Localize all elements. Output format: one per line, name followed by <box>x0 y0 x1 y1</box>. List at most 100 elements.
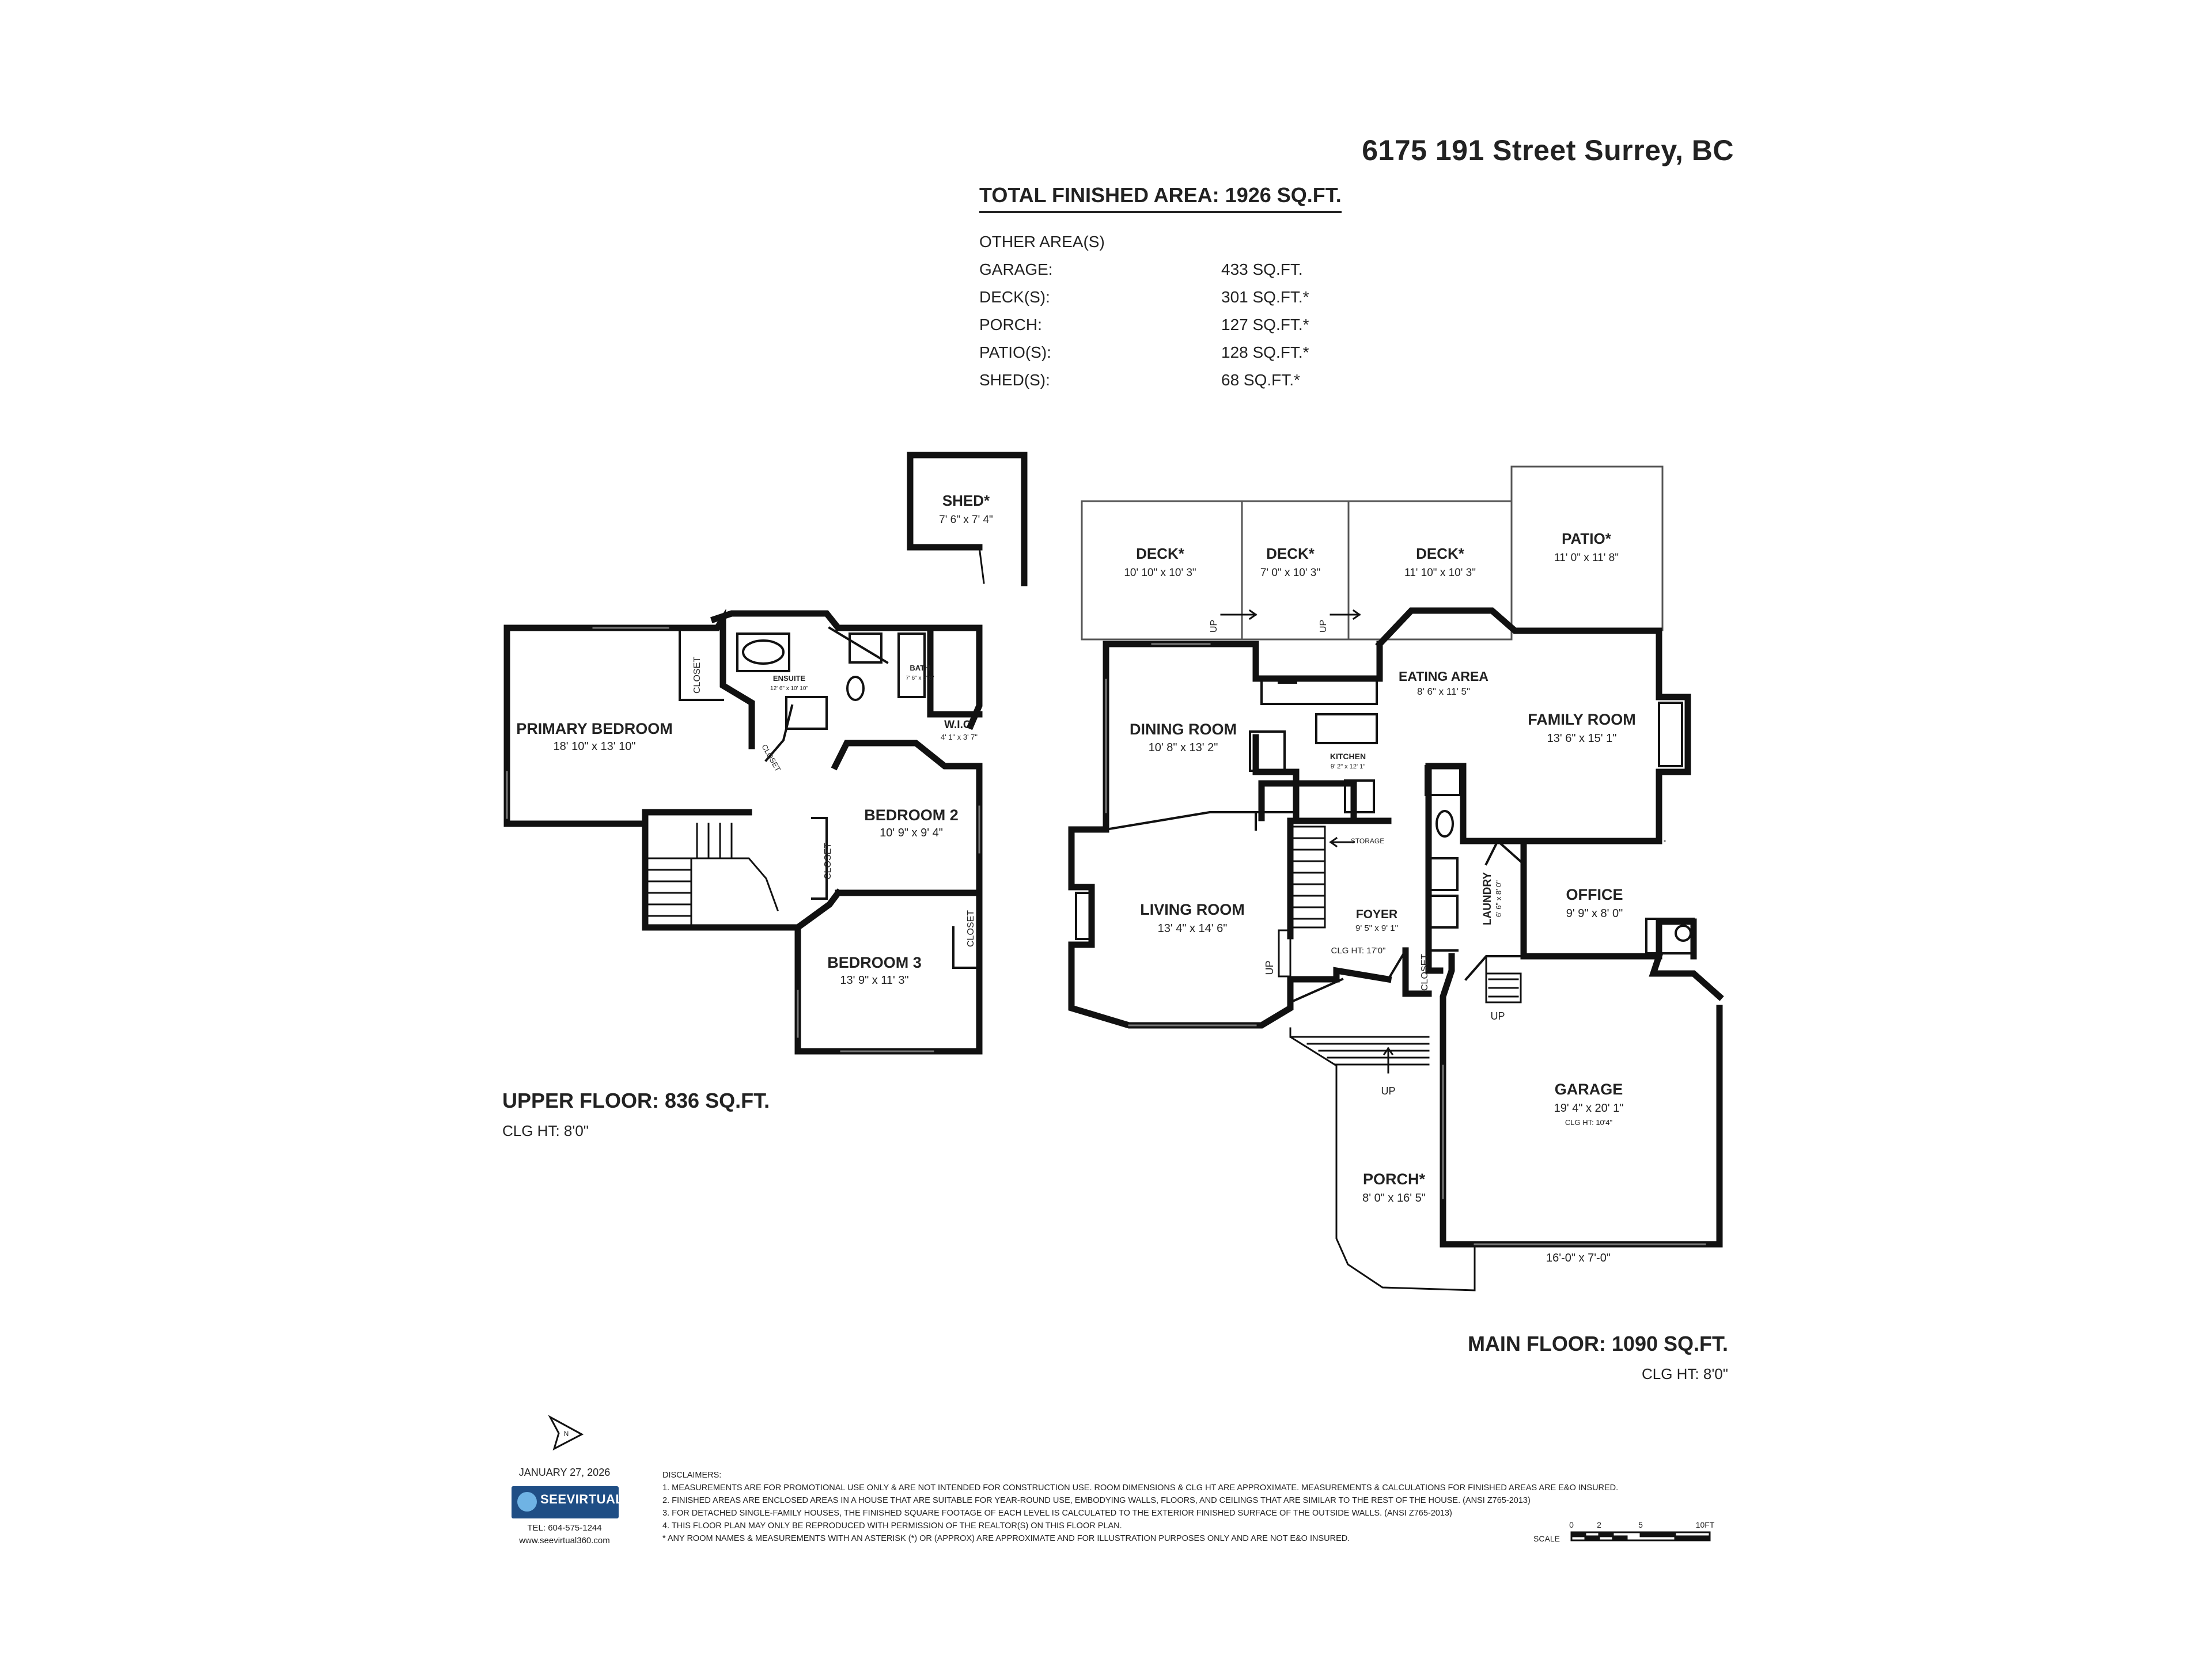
other-area-row: SHED(S): 68 SQ.FT.* <box>979 366 1336 394</box>
laundry-name: LAUNDRY <box>1482 872 1494 926</box>
office-name: OFFICE <box>1566 886 1623 903</box>
deck2-dim: 7' 0" x 10' 3" <box>1260 567 1320 579</box>
shed-outline <box>907 452 1028 586</box>
wic-dim: 4' 1" x 3' 7" <box>941 733 978 741</box>
deck-stair-arrows <box>1220 609 1361 620</box>
disclaimer-line: * ANY ROOM NAMES & MEASUREMENTS WITH AN … <box>662 1534 1350 1543</box>
closet-label: CLOSET <box>760 743 782 773</box>
area-value: 68 SQ.FT.* <box>1221 371 1300 389</box>
disclaimers: DISCLAIMERS: 1. MEASUREMENTS ARE FOR PRO… <box>662 1469 1699 1545</box>
kitchen-dim: 9' 2" x 12' 1" <box>1331 763 1365 770</box>
foyer-dim: 9' 5" x 9' 1" <box>1355 923 1398 933</box>
upper-floor-stairs <box>644 823 779 929</box>
other-areas-table: OTHER AREA(S) GARAGE:433 SQ.FT. DECK(S):… <box>979 228 1336 394</box>
wic-name: W.I.C. <box>944 719 974 731</box>
total-finished-area: TOTAL FINISHED AREA: 1926 SQ.FT. <box>979 183 1342 213</box>
family-room-dim: 13' 6" x 15' 1" <box>1547 732 1617 745</box>
upper-floor-clg: CLG HT: 8'0" <box>502 1122 589 1139</box>
family-room-name: FAMILY ROOM <box>1528 711 1636 728</box>
eating-area-dim: 8' 6" x 11' 5" <box>1417 686 1470 697</box>
living-room-dim: 13' 4" x 14' 6" <box>1158 922 1228 935</box>
up-label: UP <box>1319 620 1328 632</box>
plan-date: JANUARY 27, 2026 <box>518 1467 611 1478</box>
bedroom3-name: BEDROOM 3 <box>827 954 922 971</box>
laundry-dim: 6' 6" x 8' 0" <box>1494 880 1503 917</box>
primary-bedroom-dim: 18' 10" x 13' 10" <box>553 740 635 753</box>
closet-label: CLOSET <box>823 843 833 880</box>
scale-tick: 0 <box>1569 1520 1574 1529</box>
garage-name: GARAGE <box>1555 1081 1623 1098</box>
main-floor-thin-lines <box>1104 679 1695 1004</box>
scale-bar <box>1570 1531 1711 1541</box>
main-floor-stairs <box>1278 825 1522 1003</box>
patio-dim: 11' 0" x 11' 8" <box>1554 552 1619 564</box>
other-area-row: DECK(S): 301 SQ.FT.* <box>979 283 1336 311</box>
main-floor-label: MAIN FLOOR: 1090 SQ.FT. <box>1467 1332 1728 1355</box>
north-arrow-icon <box>548 1415 584 1450</box>
storage-label: STORAGE <box>1351 837 1384 845</box>
foyer-clg: CLG HT: 17'0" <box>1331 946 1386 956</box>
property-address: 6175 191 Street Surrey, BC <box>1362 134 1734 166</box>
disclaimer-line: 3. FOR DETACHED SINGLE-FAMILY HOUSES, TH… <box>662 1509 1452 1518</box>
office-dim: 9' 9" x 8' 0" <box>1566 907 1623 920</box>
bath-dim: 7' 6" x 5' 8" <box>906 675 934 681</box>
area-label: SHED(S): <box>979 371 1050 389</box>
area-label: GARAGE: <box>979 260 1053 278</box>
ensuite-dim: 12' 6" x 10' 10" <box>770 685 808 692</box>
scale-label: SCALE <box>1533 1534 1560 1543</box>
upper-floor-label: UPPER FLOOR: 836 SQ.FT. <box>502 1089 770 1112</box>
ensuite-name: ENSUITE <box>773 674 806 683</box>
dining-room-dim: 10' 8" x 13' 2" <box>1149 741 1218 754</box>
deck3-dim: 11' 10" x 10' 3" <box>1404 567 1476 579</box>
up-label: UP <box>1381 1085 1395 1097</box>
dining-room-name: DINING ROOM <box>1130 721 1237 738</box>
bedroom3-dim: 13' 9" x 11' 3" <box>840 974 908 987</box>
upper-floor-thin-lines <box>679 626 980 969</box>
other-area-row: PORCH:127 SQ.FT.* <box>979 311 1336 339</box>
north-label: N <box>564 1430 569 1438</box>
garage-dim: 19' 4" x 20' 1" <box>1554 1102 1624 1115</box>
garage-clg: CLG HT: 10'4" <box>1565 1118 1613 1127</box>
bath-name: BATH <box>910 664 930 672</box>
foyer-name: FOYER <box>1356 908 1397 921</box>
deck1-name: DECK* <box>1136 545 1185 562</box>
patio-name: PATIO* <box>1562 530 1612 547</box>
disclaimer-line: 2. FINISHED AREAS ARE ENCLOSED AREAS IN … <box>662 1496 1531 1505</box>
up-label: UP <box>1209 620 1219 632</box>
shed-name: SHED* <box>942 492 990 509</box>
area-label: PATIO(S): <box>979 343 1051 361</box>
area-value: 301 SQ.FT.* <box>1221 288 1309 306</box>
scale-tick: 2 <box>1597 1520 1601 1529</box>
porch-outline <box>1289 955 1487 1291</box>
deck2-name: DECK* <box>1266 545 1315 562</box>
bedroom2-dim: 10' 9" x 9' 4" <box>880 827 943 839</box>
eating-area-name: EATING AREA <box>1399 669 1488 684</box>
other-areas-title: OTHER AREA(S) <box>979 233 1105 251</box>
logo-icon <box>517 1492 537 1512</box>
living-room-name: LIVING ROOM <box>1140 901 1245 918</box>
phone-number: TEL: 604-575-1244 <box>527 1523 602 1533</box>
deck3-name: DECK* <box>1416 545 1465 562</box>
primary-bedroom-name: PRIMARY BEDROOM <box>516 720 673 737</box>
scale-tick: 10FT <box>1696 1520 1715 1529</box>
bedroom2-name: BEDROOM 2 <box>864 806 959 824</box>
main-floor-windows <box>1105 643 1706 1245</box>
closet-label: CLOSET <box>692 657 702 694</box>
porch-dim: 8' 0" x 16' 5" <box>1362 1192 1426 1205</box>
scale-tick: 5 <box>1638 1520 1643 1529</box>
disclaimers-title: DISCLAIMERS: <box>662 1471 722 1480</box>
logo-text: SEEVIRTUAL <box>540 1492 624 1506</box>
closet-label: CLOSET <box>966 910 976 947</box>
garage-door-size: 16'-0" x 7'-0" <box>1546 1252 1611 1264</box>
main-floor-clg: CLG HT: 8'0" <box>1641 1365 1728 1382</box>
other-area-row: GARAGE:433 SQ.FT. <box>979 256 1336 283</box>
area-label: DECK(S): <box>979 288 1050 306</box>
disclaimer-line: 1. MEASUREMENTS ARE FOR PROMOTIONAL USE … <box>662 1483 1619 1493</box>
up-label: UP <box>1264 960 1275 975</box>
upper-floor-walls <box>503 608 983 1055</box>
kitchen-name: KITCHEN <box>1330 752 1366 761</box>
area-value: 128 SQ.FT.* <box>1221 343 1309 361</box>
up-label: UP <box>1490 1010 1505 1022</box>
porch-name: PORCH* <box>1363 1171 1426 1188</box>
